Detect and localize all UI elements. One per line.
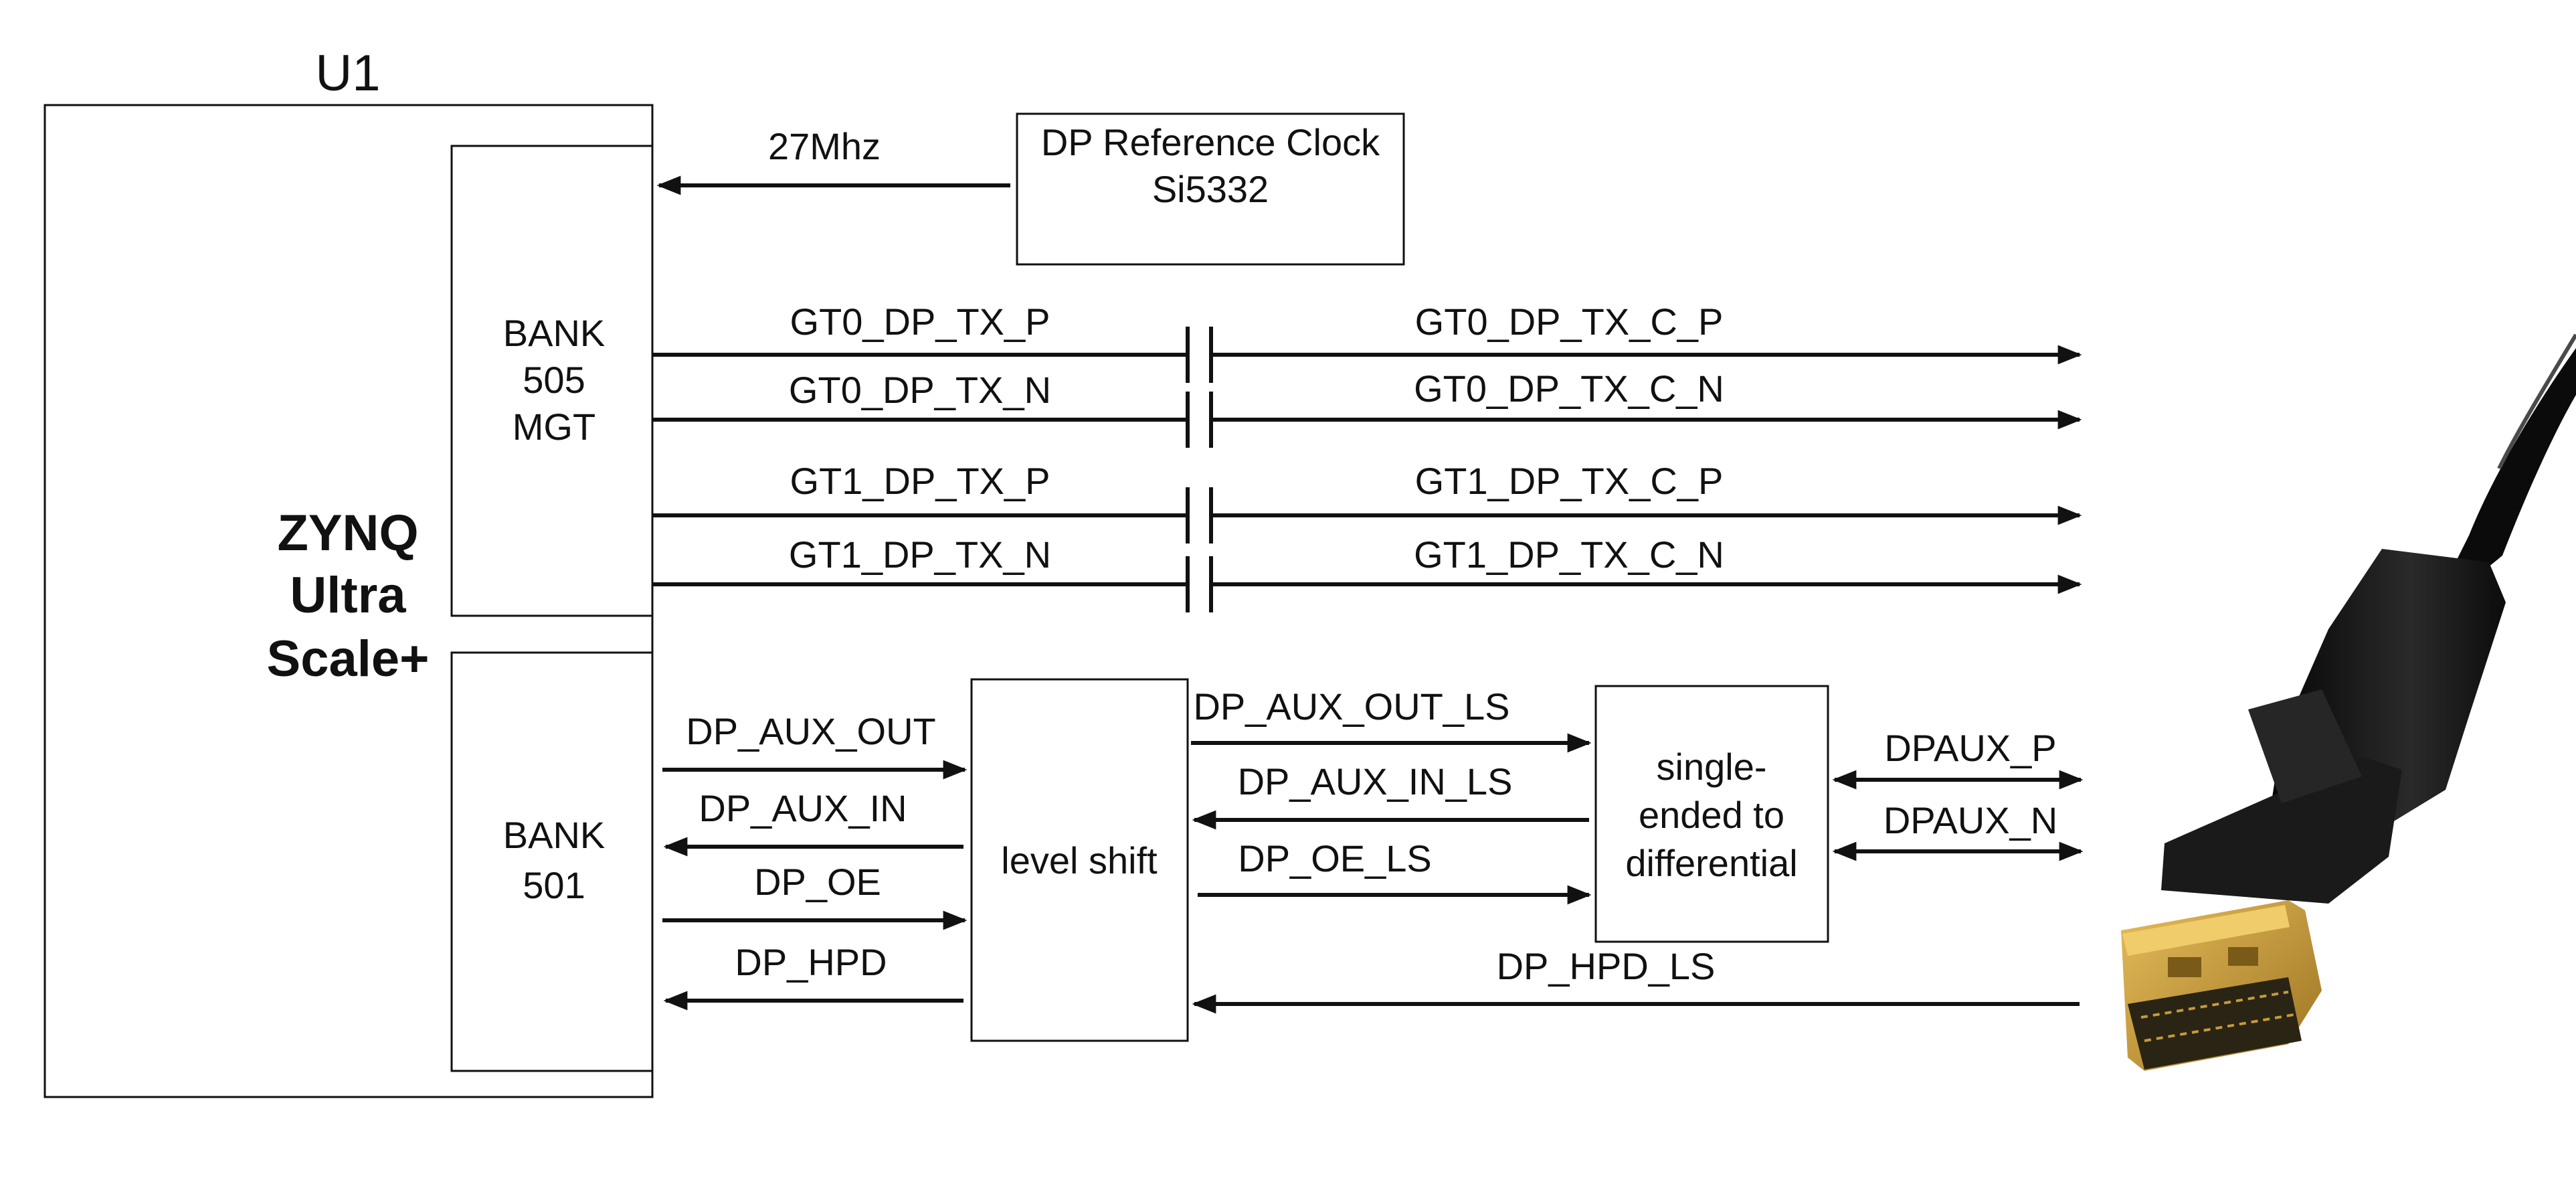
signal-label: GT0_DP_TX_P (790, 301, 1050, 343)
contact-pins (2140, 991, 2289, 1019)
signal-label: DP_OE_LS (1238, 837, 1432, 879)
dp-reference-clock-block (1016, 112, 1405, 266)
ref-clock-line1: DP Reference Clock (1041, 121, 1380, 163)
signal-label: GT0_DP_TX_N (789, 369, 1051, 411)
connector-grip (2161, 756, 2402, 904)
u1-label: U1 (315, 45, 380, 102)
signal-label: DP_AUX_OUT_LS (1193, 685, 1509, 728)
s2d-label-line3: differential (1625, 842, 1797, 884)
zynq-label-line1: ZYNQ (277, 505, 418, 562)
mgt-signal-0: GT0_DP_TX_P GT0_DP_TX_C_P (652, 301, 2082, 383)
connector-latch (2248, 689, 2362, 803)
bank505-line3: MGT (513, 406, 595, 448)
connector-shell-top (2122, 905, 2290, 956)
bank501-line1: BANK (503, 814, 606, 856)
signal-label: DP_OE (754, 861, 881, 903)
mgt-signal-3: GT1_DP_TX_N GT1_DP_TX_C_N (652, 533, 2082, 612)
signal-label: GT1_DP_TX_C_N (1414, 533, 1724, 576)
mgt-signal-1: GT0_DP_TX_N GT0_DP_TX_C_N (652, 367, 2082, 448)
bank-501-block (450, 651, 654, 1072)
single-ended-to-differential-block (1594, 685, 1829, 943)
signal-label: DP_AUX_IN (699, 787, 907, 829)
zynq-label-line3: Scale+ (267, 630, 430, 687)
signal-label: DP_AUX_OUT (686, 710, 935, 752)
bank505-line1: BANK (503, 312, 606, 354)
contact-pins (2144, 1013, 2294, 1042)
signal-label: DPAUX_N (1883, 799, 2057, 841)
bank505-line2: 505 (523, 359, 585, 401)
displayport-connector-icon (2121, 333, 2576, 1071)
zynq-label: ZYNQ Ultra Scale+ (267, 505, 430, 687)
zynq-label-line2: Ultra (290, 567, 406, 624)
signal-label: GT1_DP_TX_C_P (1415, 460, 1724, 502)
signal-label: DP_AUX_IN_LS (1238, 760, 1513, 803)
s2d-label-line2: ended to (1639, 794, 1784, 836)
cable-highlight (2497, 333, 2576, 470)
signal-label: GT1_DP_TX_P (790, 460, 1050, 502)
ref-clock-line2: Si5332 (1152, 168, 1269, 210)
signal-label: GT0_DP_TX_C_P (1415, 301, 1724, 343)
bank-505-mgt-block (450, 145, 654, 617)
mgt-signal-2: GT1_DP_TX_P GT1_DP_TX_C_P (652, 460, 2082, 543)
ref-clock-freq-label: 27Mhz (768, 125, 881, 167)
level-shift-label: level shift (1001, 839, 1158, 881)
signal-label: DP_HPD (735, 941, 887, 983)
level-shift-block (970, 678, 1189, 1042)
signal-label: GT0_DP_TX_C_N (1414, 367, 1724, 410)
connector-slot (2228, 947, 2258, 966)
s2d-label-line1: single- (1657, 746, 1767, 788)
bank501-line2: 501 (523, 864, 585, 906)
connector-contacts (2128, 977, 2302, 1070)
connector-slot (2168, 957, 2201, 977)
signal-label: DPAUX_P (1884, 727, 2056, 769)
signal-label: DP_HPD_LS (1497, 945, 1716, 987)
cable (2435, 348, 2576, 602)
signal-label: GT1_DP_TX_N (789, 533, 1051, 576)
